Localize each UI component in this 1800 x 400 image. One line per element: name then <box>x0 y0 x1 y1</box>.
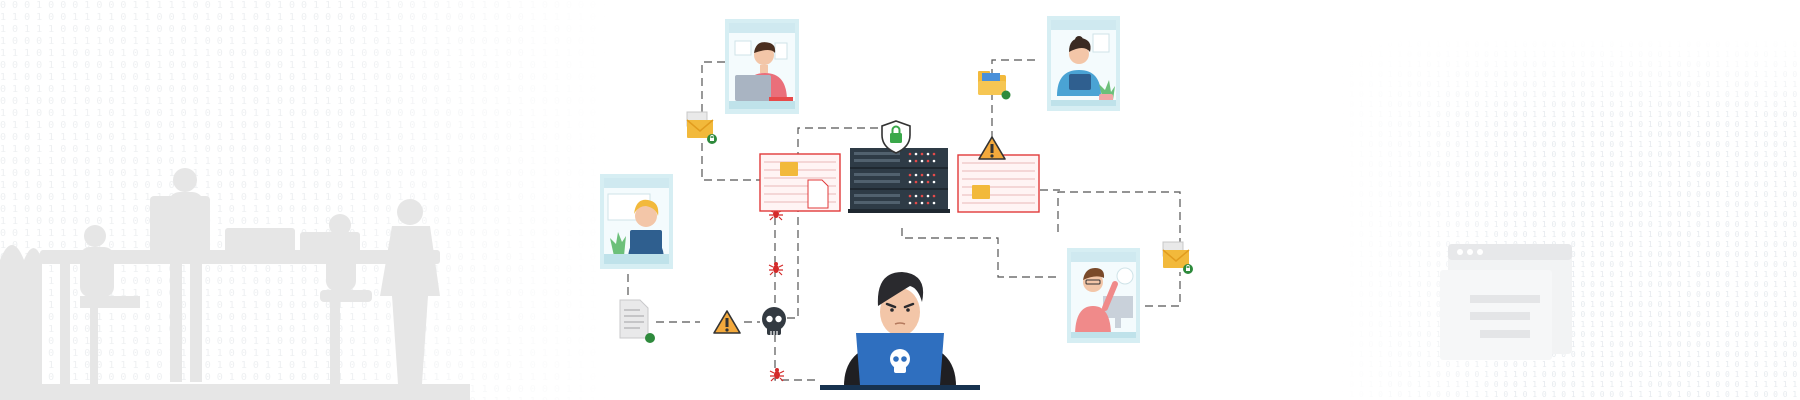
worker-right <box>1067 248 1140 343</box>
folder-icon-top <box>978 71 1011 100</box>
warning-icon <box>713 310 741 334</box>
warning-icon <box>978 136 1006 160</box>
skull-icon <box>762 307 786 335</box>
server-rack <box>848 148 950 213</box>
skull-icon <box>890 349 910 373</box>
bug-icon <box>769 367 785 382</box>
worker-left <box>600 174 673 269</box>
worker-top-left <box>725 19 799 114</box>
office-silhouette <box>0 168 470 400</box>
worker-top-right <box>1047 16 1120 111</box>
file-panel-left <box>759 153 841 212</box>
bug-icon <box>768 261 784 276</box>
hacker-laptop <box>820 333 980 390</box>
binary-fade-right-top <box>1330 0 1800 120</box>
file-panel-right <box>957 154 1040 213</box>
browser-window-outline <box>1440 244 1572 360</box>
lock-shield-icon <box>881 120 911 154</box>
document-icon <box>619 299 655 343</box>
mail-icon <box>686 111 718 145</box>
mail-icon <box>1162 241 1194 275</box>
